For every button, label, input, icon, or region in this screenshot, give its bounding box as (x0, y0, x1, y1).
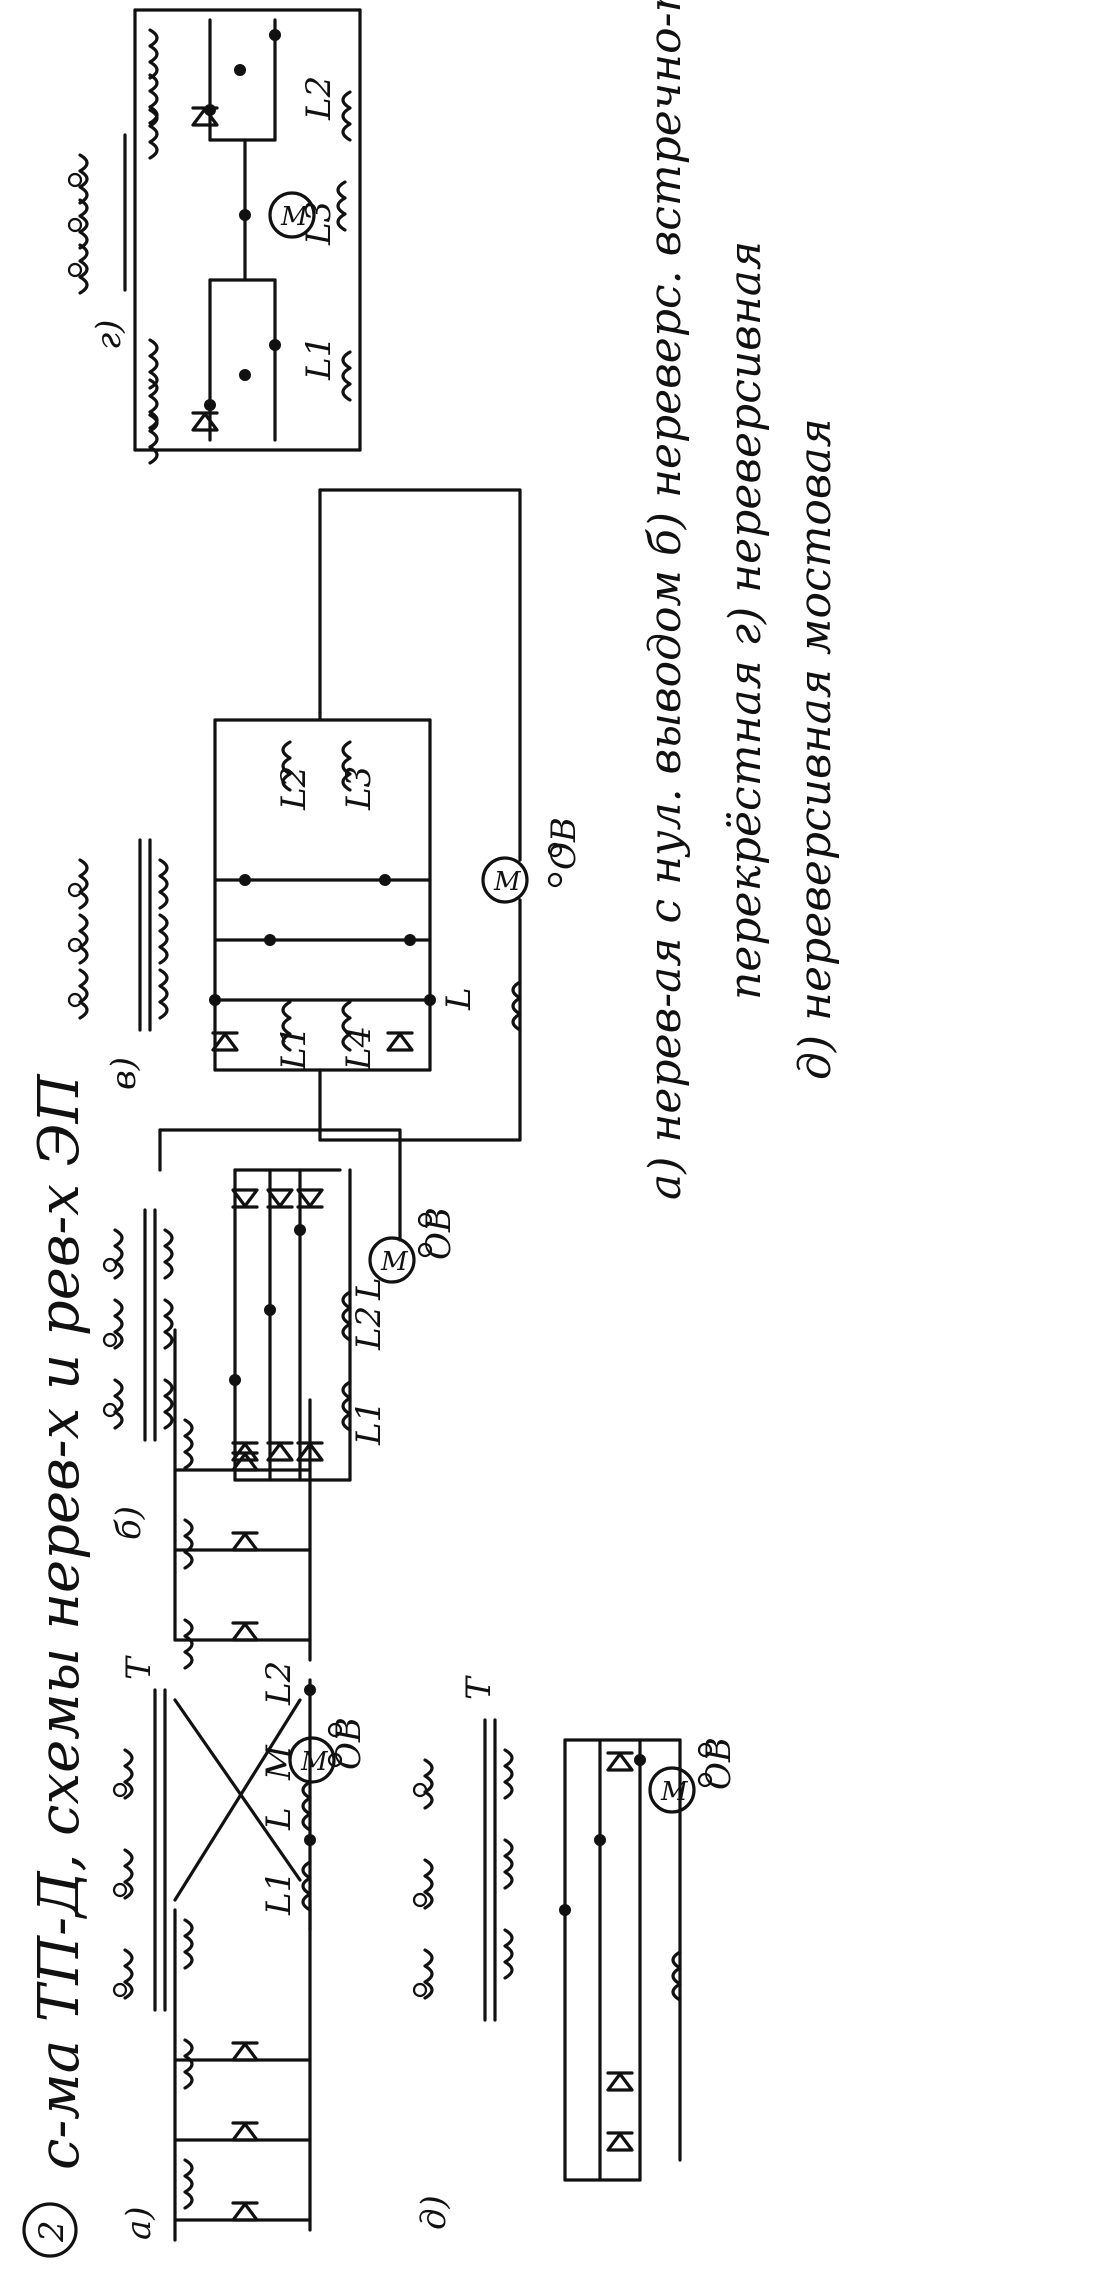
b-field-label: ОВ (419, 1207, 459, 1260)
a-m-label: M (259, 1744, 299, 1781)
diagram-g-label: г) (89, 320, 129, 350)
v-l-label: L (439, 987, 479, 1011)
g-l1-label: L1 (299, 336, 339, 381)
diagram-b: б) L1 L2 L ОВ (102, 1128, 459, 1540)
diagram-g: г) L1 L2 L3 (67, 8, 362, 465)
g-l2-label: L2 (299, 76, 339, 121)
diagram-v-label: в) (104, 1057, 144, 1090)
diagram-d-label: д) (414, 2195, 454, 2230)
v-field-label: ОВ (544, 817, 584, 870)
a-upper-group (173, 1328, 312, 1670)
d-transformer-label: T (459, 1675, 499, 1700)
page-title: с-ма ТП-Д, схемы нерев-х и рев-х ЭП (27, 1073, 92, 2170)
caption-line-1: а) нерев-ая с нул. выводом б) нереверс. … (640, 0, 691, 1200)
g-l3-label: L3 (299, 201, 339, 246)
v-l1-label: L1 (274, 1026, 314, 1071)
b-l2-label: L2 (349, 1306, 389, 1351)
a-l-label: L (259, 1807, 299, 1831)
diagram-d: д) T ОВ (412, 1675, 739, 2230)
v-l4-label: L4 (339, 1026, 379, 1071)
a-l1-label: L1 (259, 1871, 299, 1916)
svg-text:2: 2 (32, 2220, 72, 2243)
page-number: 2 (22, 2202, 78, 2258)
diagram-a: а) T (112, 1328, 369, 2242)
diagram-v: в) L1 L4 L2 L3 L ОВ (67, 488, 584, 1142)
b-l1-label: L1 (349, 1401, 389, 1446)
v-l2-label: L2 (274, 766, 314, 811)
caption-line-2: перекрёстная г) нереверсивная (720, 241, 771, 1000)
transformer-t-label: T (119, 1655, 159, 1680)
a-field-label: ОВ (329, 1717, 369, 1770)
caption-line-3: д) нереверсивная мостовая (790, 418, 841, 1080)
d-field-label: ОВ (699, 1737, 739, 1790)
a-l2-label: L2 (259, 1661, 299, 1706)
diagram-b-label: б) (109, 1506, 149, 1540)
v-l3-label: L3 (339, 766, 379, 811)
b-l-label: L (349, 1277, 389, 1301)
a-lower-group (173, 1898, 312, 2242)
diagram-a-label: а) (119, 2206, 159, 2240)
